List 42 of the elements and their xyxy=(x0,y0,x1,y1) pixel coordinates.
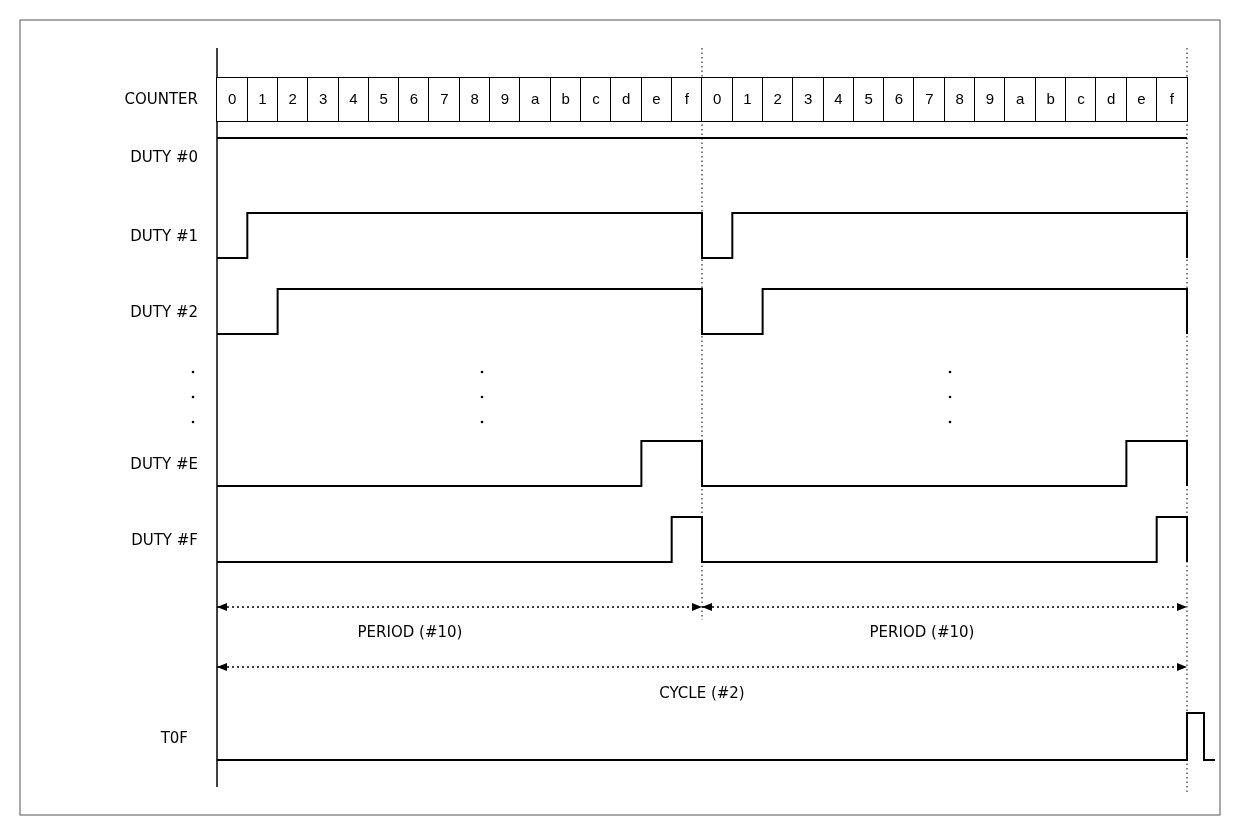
signal-label: DUTY #1 xyxy=(130,227,198,245)
counter-value: 8 xyxy=(458,77,491,122)
counter-value: c xyxy=(580,77,612,122)
counter-value: 5 xyxy=(852,77,885,122)
counter-value: a xyxy=(519,77,552,122)
counter-value: a xyxy=(1004,77,1037,122)
counter-value: b xyxy=(1034,77,1067,122)
counter-value: d xyxy=(1095,77,1128,122)
signal-label: T0F xyxy=(160,729,188,747)
signal-label: COUNTER xyxy=(124,90,198,108)
counter-value: e xyxy=(640,77,673,122)
counter-value: 9 xyxy=(489,77,521,122)
counter-value: b xyxy=(549,77,582,122)
counter-value: 3 xyxy=(792,77,824,122)
counter-value: 7 xyxy=(913,77,946,122)
counter-value: 3 xyxy=(307,77,339,122)
signal-label: DUTY #2 xyxy=(130,303,198,321)
counter-value: 2 xyxy=(761,77,794,122)
counter-value: 8 xyxy=(943,77,976,122)
counter-value: 6 xyxy=(883,77,915,122)
counter-value: 0 xyxy=(701,77,734,122)
dimension-label: PERIOD (#10) xyxy=(869,623,975,641)
signal-label: DUTY #F xyxy=(131,531,198,549)
counter-value: 9 xyxy=(974,77,1006,122)
counter-value: 1 xyxy=(731,77,764,122)
dimension-label: PERIOD (#10) xyxy=(357,623,463,641)
counter-value: 7 xyxy=(428,77,461,122)
counter-value: 5 xyxy=(367,77,400,122)
counter-value: d xyxy=(610,77,643,122)
counter-value: 1 xyxy=(246,77,279,122)
signal-label: DUTY #0 xyxy=(130,148,198,166)
dimension-label: CYCLE (#2) xyxy=(659,684,745,702)
counter-value: f xyxy=(670,77,703,122)
signal-label: DUTY #E xyxy=(130,455,198,473)
counter-value: e xyxy=(1125,77,1158,122)
counter-value: 0 xyxy=(216,77,249,122)
counter-value: 6 xyxy=(398,77,430,122)
counter-value: 4 xyxy=(822,77,855,122)
counter-value: f xyxy=(1155,77,1188,122)
counter-value: 4 xyxy=(337,77,370,122)
counter-value: 2 xyxy=(276,77,309,122)
counter-value: c xyxy=(1065,77,1097,122)
